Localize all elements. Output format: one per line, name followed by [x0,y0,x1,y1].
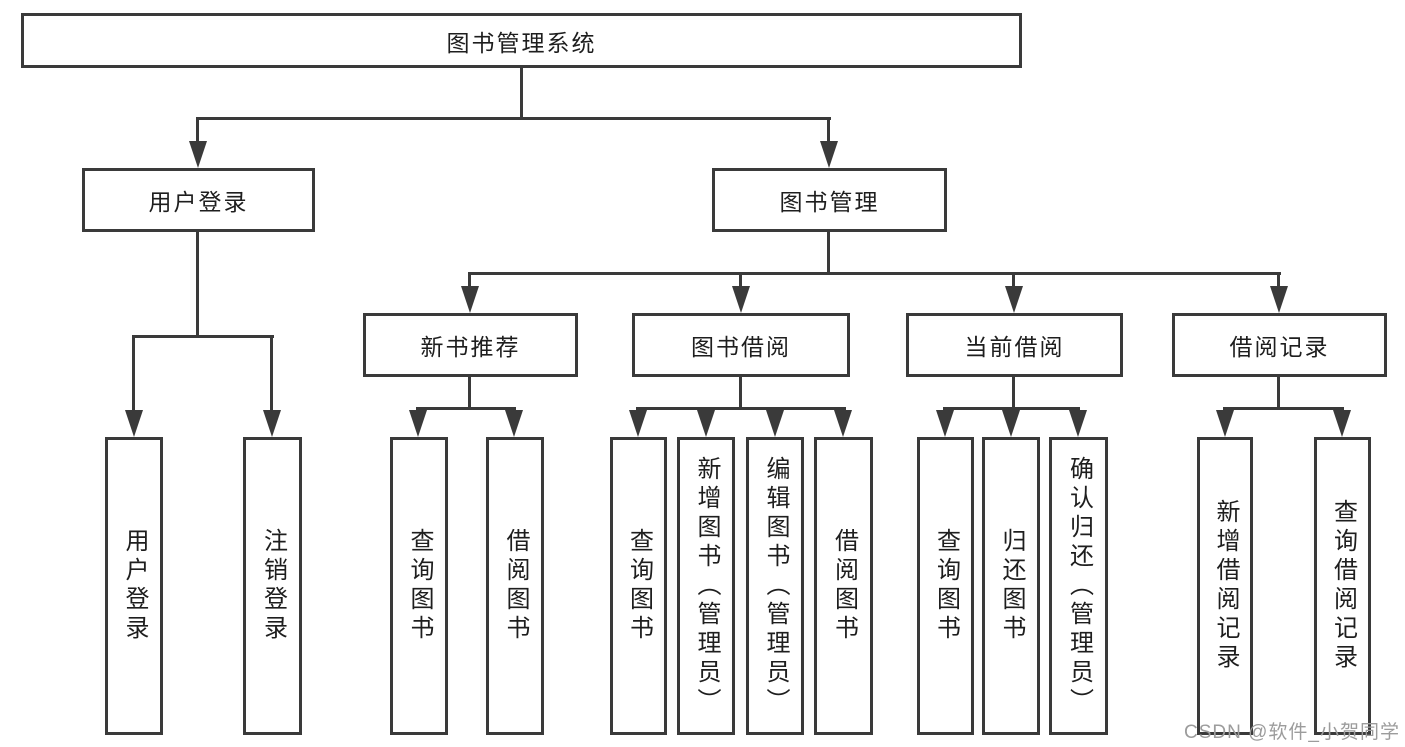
arrow-down-icon [189,141,207,168]
arrow-down-icon [732,286,750,313]
arrow-down-icon [1069,410,1087,437]
leaf-query-books-borrow: 查询图书 [610,437,667,735]
node-user-login-label: 用户登录 [148,189,249,215]
arrow-down-icon [1216,410,1234,437]
leaf-label: 新增图书（管理员） [693,455,720,717]
leaf-label: 借阅图书 [502,528,529,644]
node-current-borrow: 当前借阅 [906,313,1123,377]
connector-line [197,117,831,120]
leaf-label: 查询图书 [625,528,653,644]
node-book-management-label: 图书管理 [779,189,880,215]
connector-line [468,272,471,288]
arrow-down-icon [1002,410,1020,437]
node-user-login: 用户登录 [82,168,315,232]
connector-line [1223,407,1344,410]
leaf-label: 注销登录 [259,528,287,644]
leaf-borrow-books-recommend: 借阅图书 [486,437,544,735]
node-root-label: 图书管理系统 [446,29,597,56]
connector-line [1012,272,1015,288]
arrow-down-icon [461,286,479,313]
connector-line [739,375,742,410]
leaf-logout: 注销登录 [243,437,302,735]
connector-line [468,375,471,410]
node-new-book-recommend-label: 新书推荐 [420,334,521,360]
node-book-borrow: 图书借阅 [632,313,850,377]
leaf-query-books-recommend: 查询图书 [390,437,448,735]
leaf-borrow-books: 借阅图书 [814,437,873,735]
connector-line [739,272,742,288]
leaf-user-login: 用户登录 [105,437,163,735]
leaf-label: 新增借阅记录 [1212,499,1239,673]
arrow-down-icon [629,410,647,437]
leaf-add-books-admin: 新增图书（管理员） [677,437,735,735]
node-book-borrow-label: 图书借阅 [691,334,791,360]
arrow-down-icon [936,410,954,437]
node-book-management: 图书管理 [712,168,947,232]
connector-line [1277,272,1280,288]
leaf-add-borrow-record: 新增借阅记录 [1197,437,1253,735]
arrow-down-icon [766,410,784,437]
node-borrow-records-label: 借阅记录 [1229,334,1330,360]
arrow-down-icon [820,141,838,168]
arrow-down-icon [409,410,427,437]
connector-line [1277,375,1280,410]
leaf-query-books-current: 查询图书 [917,437,974,735]
connector-line [943,407,1080,410]
connector-line [270,335,273,413]
leaf-label: 确认归还（管理员） [1065,455,1093,717]
leaf-label: 编辑图书（管理员） [762,455,789,717]
arrow-down-icon [125,410,143,437]
arrow-down-icon [263,410,281,437]
connector-line [196,117,199,144]
node-root: 图书管理系统 [21,13,1022,68]
arrow-down-icon [697,410,715,437]
leaf-label: 用户登录 [121,528,148,644]
connector-line [468,272,1281,275]
connector-line [132,335,274,338]
csdn-watermark: CSDN @软件_小贺同学 [1184,722,1400,743]
node-borrow-records: 借阅记录 [1172,313,1387,377]
arrow-down-icon [505,410,523,437]
leaf-label: 归还图书 [998,528,1025,644]
leaf-label: 查询图书 [406,528,433,644]
leaf-edit-books-admin: 编辑图书（管理员） [746,437,804,735]
leaf-label: 查询图书 [932,528,960,644]
connector-line [196,230,199,338]
arrow-down-icon [1005,286,1023,313]
connector-line [416,407,516,410]
connector-line [132,335,135,413]
connector-line [636,407,846,410]
arrow-down-icon [834,410,852,437]
node-current-borrow-label: 当前借阅 [964,334,1065,360]
leaf-label: 借阅图书 [830,528,858,644]
connector-line [520,66,523,120]
leaf-query-borrow-record: 查询借阅记录 [1314,437,1371,735]
leaf-label: 查询借阅记录 [1329,499,1357,673]
connector-line [827,117,830,144]
arrow-down-icon [1333,410,1351,437]
node-new-book-recommend: 新书推荐 [363,313,578,377]
leaf-return-books: 归还图书 [982,437,1040,735]
connector-line [1012,375,1015,410]
connector-line [827,230,830,275]
leaf-confirm-return-admin: 确认归还（管理员） [1049,437,1108,735]
arrow-down-icon [1270,286,1288,313]
